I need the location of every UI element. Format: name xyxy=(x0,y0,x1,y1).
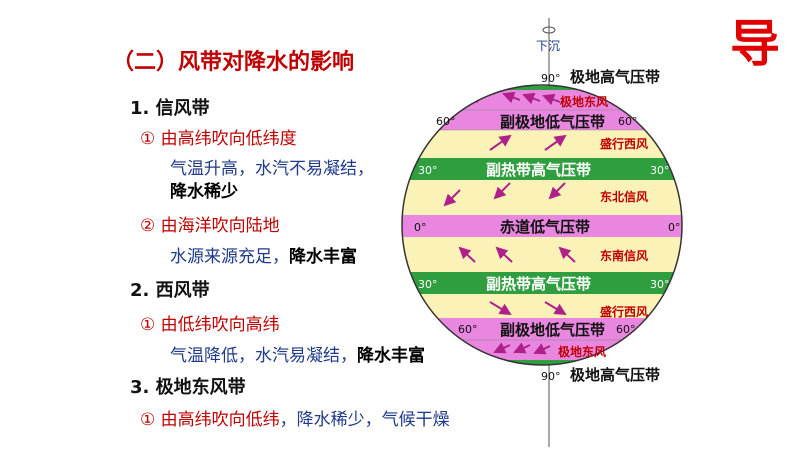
lat-eq-right: 0° xyxy=(668,221,681,234)
trade-point-2-desc: 水源来源充足，降水丰富 xyxy=(170,242,357,267)
trade-point-1-result: 降水稀少 xyxy=(170,177,238,202)
trade-point-2: ② 由海洋吹向陆地 xyxy=(140,211,280,236)
lat-s30-left: 30° xyxy=(418,278,438,291)
heading-westerlies: 2. 西风带 xyxy=(130,276,210,302)
label-n-polar-east: 极地东风 xyxy=(560,94,608,109)
lat-s60-left: 60° xyxy=(458,323,478,336)
label-se-trade: 东南信风 xyxy=(600,248,648,263)
lat-n90: 90° xyxy=(541,72,561,85)
label-n90-high: 极地高气压带 xyxy=(570,68,660,86)
lat-eq-left: 0° xyxy=(414,221,427,234)
trade-point-1: ① 由高纬吹向低纬度 xyxy=(140,124,297,149)
label-n30-high: 副热带高气压带 xyxy=(486,161,591,179)
heading-polar-easterlies: 3. 极地东风带 xyxy=(130,373,246,399)
label-s60-low: 副极地低气压带 xyxy=(500,321,605,339)
label-s30-high: 副热带高气压带 xyxy=(486,275,591,293)
trade-point-1-desc: 气温升高，水汽不易凝结， xyxy=(170,154,374,179)
heading-trade-winds: 1. 信风带 xyxy=(130,94,210,120)
lat-n60-left: 60° xyxy=(436,115,456,128)
lat-n60-right: 60° xyxy=(618,115,638,128)
label-n-westerly: 盛行西风 xyxy=(600,136,648,151)
label-equator-low: 赤道低气压带 xyxy=(500,218,590,236)
lat-s30-right: 30° xyxy=(650,278,670,291)
slide-title: （二）风带对降水的影响 xyxy=(112,44,354,76)
label-ne-trade: 东北信风 xyxy=(600,189,648,204)
lat-n30-left: 30° xyxy=(418,164,438,177)
lat-s90: 90° xyxy=(541,370,561,383)
westerly-point-1: ① 由低纬吹向高纬 xyxy=(140,310,280,335)
label-s90-high: 极地高气压带 xyxy=(570,366,660,384)
rotation-label: 下沉 xyxy=(536,39,560,53)
corner-character: 导 xyxy=(730,4,780,76)
label-s-polar-east: 极地东风 xyxy=(558,344,606,359)
lat-s60-right: 60° xyxy=(616,323,636,336)
westerly-desc: 气温降低，水汽易凝结，降水丰富 xyxy=(170,341,425,366)
pressure-wind-belt-diagram: 下沉 xyxy=(400,0,700,447)
label-n60-low: 副极地低气压带 xyxy=(500,113,605,131)
lat-n30-right: 30° xyxy=(650,164,670,177)
label-s-westerly: 盛行西风 xyxy=(600,304,648,319)
